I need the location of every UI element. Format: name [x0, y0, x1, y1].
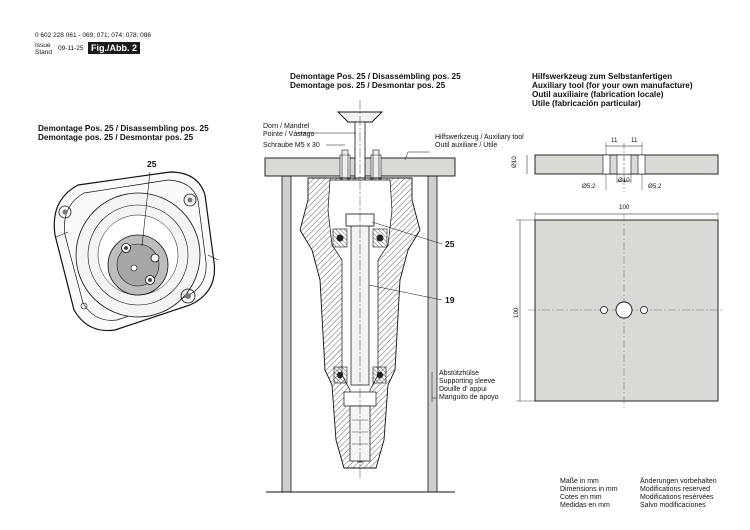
dim-11-right: 11 — [631, 137, 638, 144]
mandrel-label-1: Dorn / Mandrel — [263, 123, 310, 130]
center-callout-19: 19 — [445, 295, 455, 305]
rights-4: Salvo modificaciones — [640, 502, 706, 509]
sleeve-label-2: Supporting sleeve — [439, 378, 496, 385]
figure-label: Fig./Abb. 2 — [88, 42, 140, 54]
units-1: Maße in mm — [560, 478, 599, 485]
sleeve-label-3: Douille d' appui — [439, 386, 487, 393]
dim-width: 100 — [619, 204, 630, 211]
tool-title-4: Utile (fabricación particular) — [532, 99, 641, 108]
units-4: Medidas en mm — [560, 502, 610, 509]
aux-tool-label-1: Hilfswerkzeug / Auxiliary tool — [435, 134, 524, 141]
mandrel-label-2: Pointe / Vástago — [263, 131, 315, 138]
units-2: Dimensions in mm — [560, 486, 618, 493]
dim-hole-center-value: 10 — [622, 177, 630, 184]
center-view-title-2: Demontage pos. 25 / Desmontar pos. 25 — [290, 81, 446, 90]
dim-11-left: 11 — [611, 137, 618, 144]
dim-thickness: Ø10 — [511, 156, 519, 168]
tool-title-3: Outil auxiliaire (fabrication locale) — [532, 90, 664, 99]
housing-end-view — [53, 171, 219, 332]
sleeve-label-4: Manguito de apoyo — [439, 394, 499, 401]
tool-title-2: Auxiliary tool (for your own manufacture… — [532, 81, 693, 90]
left-callout-25: 25 — [147, 159, 157, 169]
diameter-symbol: Ø — [511, 163, 518, 168]
units-3: Cotes en mm — [560, 494, 602, 501]
dim-thickness-value: 10 — [511, 156, 518, 164]
section-view — [264, 100, 456, 493]
diameter-symbol: Ø — [582, 183, 587, 190]
rights-2: Modifications reserved — [640, 486, 711, 493]
stand-label: Stand — [35, 49, 52, 56]
screw-label: Schraube M5 x 30 — [263, 142, 320, 149]
diameter-symbol: Ø — [648, 183, 653, 190]
tool-top-view — [516, 212, 724, 407]
dim-height: 100 — [513, 307, 520, 318]
left-view-title-1: Demontage Pos. 25 / Disassembling pos. 2… — [38, 124, 209, 133]
diameter-symbol: Ø — [618, 177, 623, 184]
rights-1: Änderungen vorbehalten — [640, 478, 717, 485]
dim-hole-right: Ø5,2 — [648, 183, 662, 191]
issue-label: Issue — [35, 42, 51, 49]
supporting-sleeve-left-wall — [281, 175, 292, 493]
aux-tool-label-2: Outil auxiliare / Utile — [435, 142, 498, 149]
part-number: 0 602 228 061 - 069; 071; 074; 078; 086 — [35, 32, 152, 39]
sleeve-label-1: Abstützhülse — [439, 370, 480, 377]
dim-hole-right-value: 5,2 — [652, 183, 662, 190]
tool-side-view — [526, 142, 719, 192]
supporting-sleeve-right-wall — [427, 175, 438, 493]
rights-3: Modifications resérvées — [640, 494, 714, 501]
dim-hole-left-value: 5,2 — [586, 183, 596, 190]
left-view-title-2: Demontage pos. 25 / Desmontar pos. 25 — [38, 133, 194, 142]
issue-date: 09-11-25 — [58, 45, 84, 52]
center-callout-25: 25 — [445, 239, 455, 249]
dim-hole-left: Ø5,2 — [582, 183, 596, 191]
dim-hole-center: Ø10 — [618, 177, 630, 185]
tool-title-1: Hilfswerkzeug zum Selbstanfertigen — [532, 72, 673, 81]
center-view-title-1: Demontage Pos. 25 / Disassembling pos. 2… — [290, 72, 461, 81]
